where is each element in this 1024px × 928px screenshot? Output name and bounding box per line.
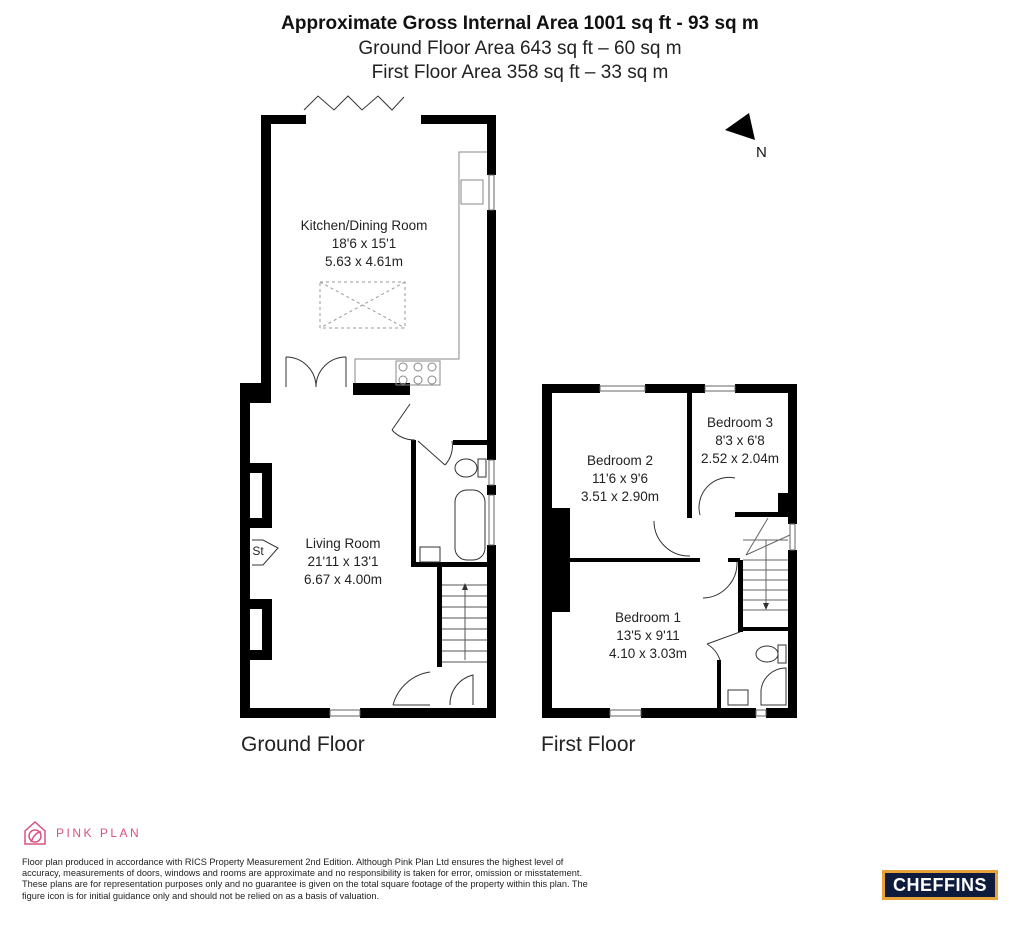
- first-floor-label: First Floor: [541, 733, 636, 756]
- pink-plan-brand: PINK PLAN: [56, 826, 142, 840]
- room-name: Bedroom 2: [586, 453, 654, 468]
- house-logo-icon: [24, 820, 46, 845]
- gross-area-title: Approximate Gross Internal Area 1001 sq …: [281, 13, 759, 34]
- room-name: Bedroom 3: [706, 415, 774, 430]
- compass-north-label: N: [756, 144, 767, 161]
- north-arrow-icon: [725, 113, 755, 140]
- room-kitchen-dining: Kitchen/Dining Room 18'6 x 15'1 5.63 x 4…: [301, 217, 428, 271]
- room-metric: 5.63 x 4.61m: [324, 254, 404, 269]
- cheffins-logo: CHEFFINS: [882, 870, 998, 900]
- room-bedroom-1: Bedroom 1 13'5 x 9'11 4.10 x 3.03m: [609, 609, 687, 663]
- room-living: Living Room 21'11 x 13'1 6.67 x 4.00m: [304, 535, 382, 589]
- room-name: Bedroom 1: [614, 610, 682, 625]
- ground-floor-label: Ground Floor: [241, 733, 365, 756]
- ground-floor-area: Ground Floor Area 643 sq ft – 60 sq m: [358, 38, 682, 59]
- room-imperial: 18'6 x 15'1: [331, 236, 397, 251]
- room-bedroom-2: Bedroom 2 11'6 x 9'6 3.51 x 2.90m: [581, 452, 659, 506]
- room-metric: 4.10 x 3.03m: [608, 646, 688, 661]
- first-floor-area: First Floor Area 358 sq ft – 33 sq m: [371, 62, 669, 83]
- room-name: Living Room: [305, 536, 381, 551]
- room-metric: 2.52 x 2.04m: [700, 451, 780, 466]
- room-metric: 6.67 x 4.00m: [303, 572, 383, 587]
- room-imperial: 21'11 x 13'1: [307, 554, 379, 569]
- room-metric: 3.51 x 2.90m: [580, 489, 660, 504]
- pink-plan-logo: PINK PLAN: [22, 820, 141, 846]
- room-imperial: 13'5 x 9'11: [616, 628, 680, 643]
- room-name: Kitchen/Dining Room: [300, 218, 428, 233]
- room-imperial: 8'3 x 6'8: [715, 433, 765, 448]
- disclaimer-text: Floor plan produced in accordance with R…: [22, 857, 588, 901]
- room-imperial: 11'6 x 9'6: [592, 471, 648, 486]
- room-bedroom-3: Bedroom 3 8'3 x 6'8 2.52 x 2.04m: [701, 414, 779, 468]
- storage-label: St: [252, 544, 264, 558]
